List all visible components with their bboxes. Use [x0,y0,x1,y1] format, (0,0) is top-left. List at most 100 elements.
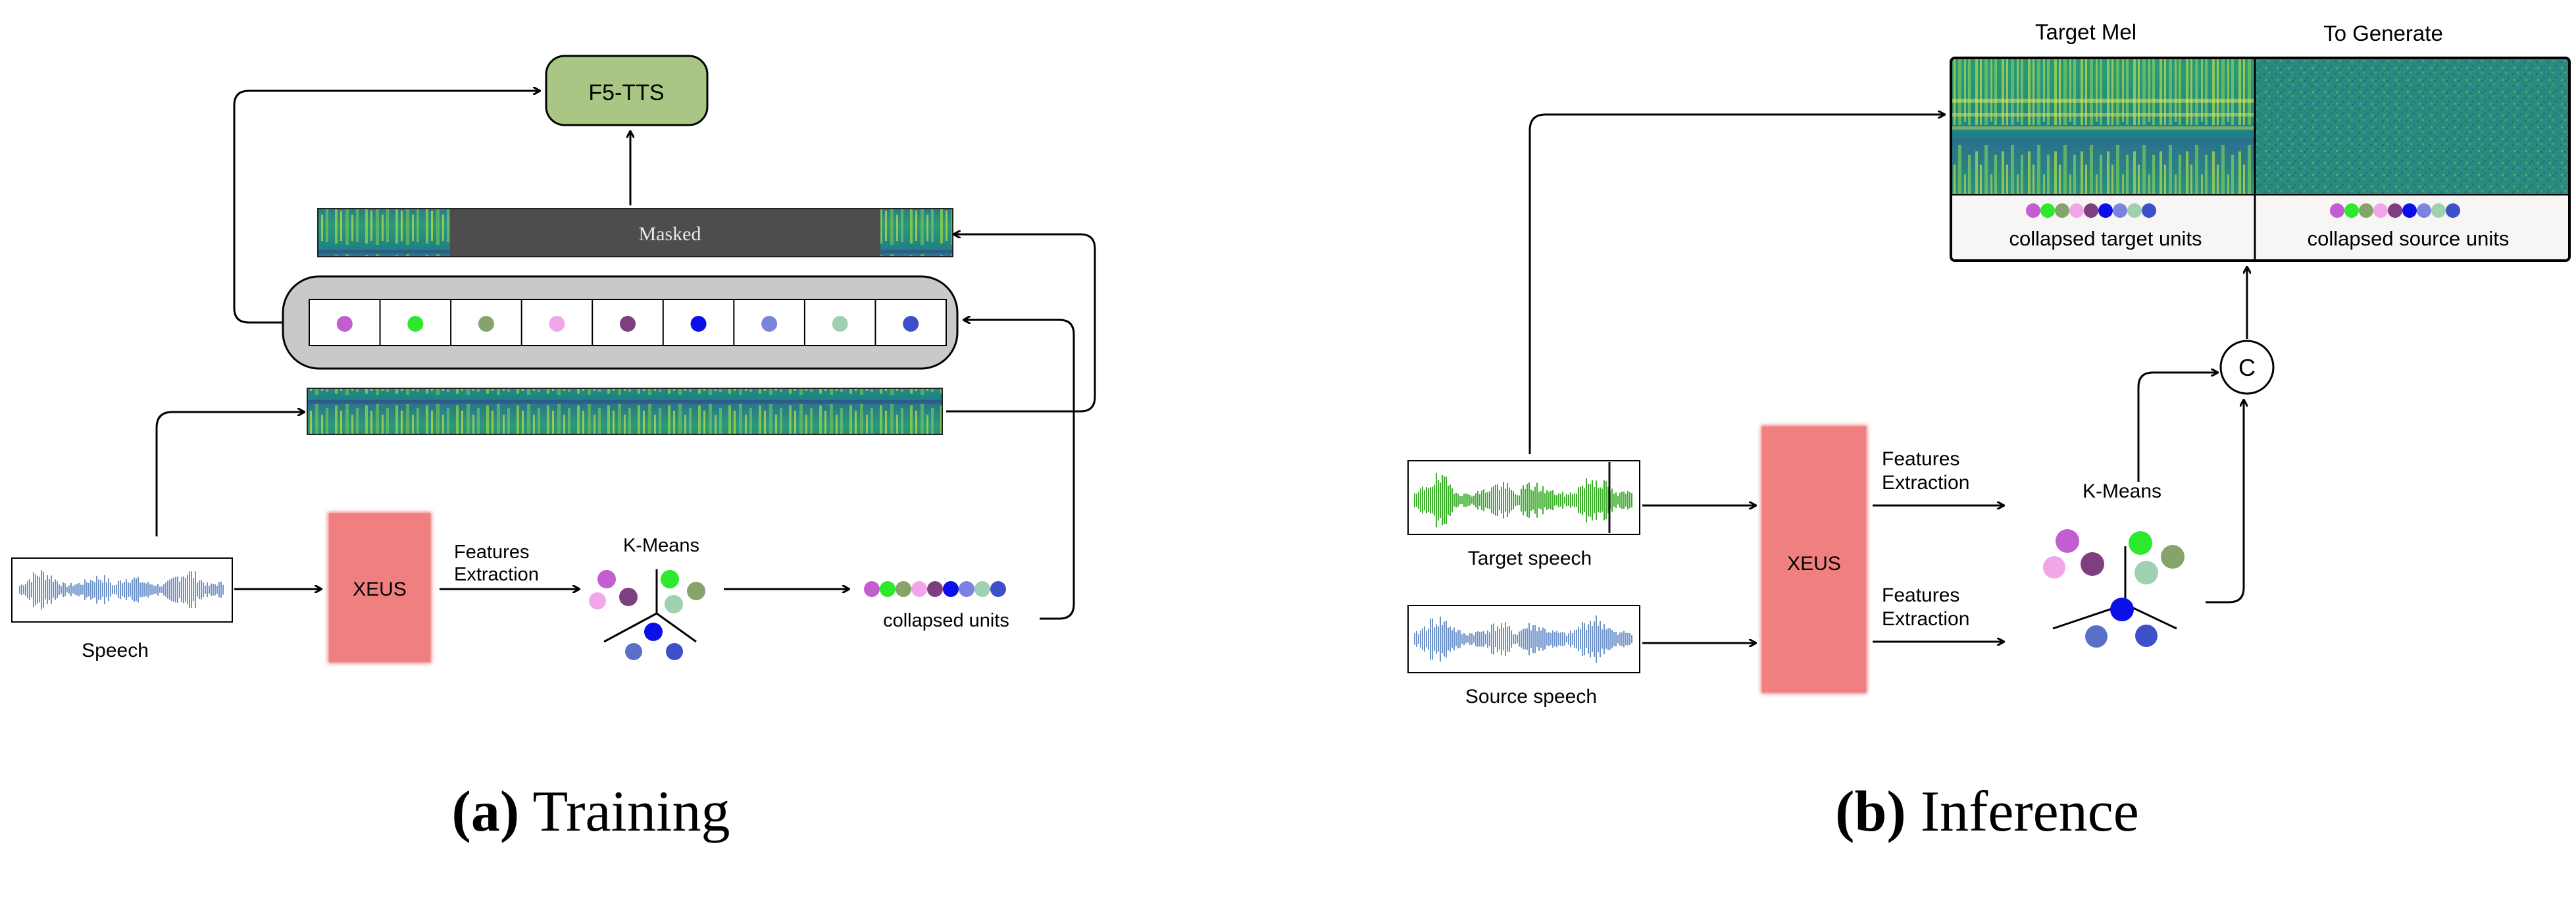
kmeans-label: K-Means [623,535,699,556]
collapsed-unit-dot [864,581,880,597]
source-speech-label: Source speech [1465,686,1597,708]
xeus-label: XEUS [353,579,407,600]
collapsed-unit-dot [2402,203,2417,218]
collapsed-unit-dot [2040,203,2055,218]
masked-label: Masked [639,223,701,245]
arrow-target-speech-to-mel [1528,115,1944,454]
collapsed-units-dots [864,581,1006,597]
collapsed-unit-dot [2113,203,2127,218]
target-mel-spectrogram [1951,58,2255,195]
collapsed-unit-dot [2127,203,2142,218]
to-generate-label: To Generate [2323,21,2443,45]
training-caption: (a) Training [452,780,730,844]
collapsed-unit-dot [2098,203,2113,218]
kmeans-point [2135,625,2158,647]
features-label-top-line1: Features [1882,448,1959,470]
kmeans-point [2056,529,2079,553]
unit-dot [903,316,919,332]
collapsed-unit-dot [2431,203,2446,218]
arrow-spectrogram-to-masked [946,234,1096,413]
kmeans-point [2110,598,2134,621]
collapsed-unit-dot [943,581,959,597]
arrow-speech-to-spectrogram [155,412,304,536]
collapsed-unit-dot [2069,203,2084,218]
unit-dot [478,316,494,332]
unit-dot [690,316,707,332]
kmeans-point [589,592,606,609]
collapsed-source-label: collapsed source units [2308,227,2510,250]
arrow-collapsed-to-capsule [964,320,1075,620]
features-label-top-line2: Extraction [1882,472,1969,494]
training-panel: F5-TTS Masked Speech [11,55,1096,844]
concat-node [2219,340,2275,395]
kmeans-point [2129,531,2152,555]
unit-dot [832,316,848,332]
collapsed-unit-dot [2142,203,2156,218]
kmeans-point [687,582,705,600]
inference-caption: (b) Inference [1835,780,2139,844]
collapsed-target-label: collapsed target units [2009,227,2202,250]
masked-region [450,209,880,257]
to-generate-noise [2255,58,2569,195]
source-speech-waveform [1414,615,1632,663]
collapsed-unit-dot [2417,203,2431,218]
kmeans-point [625,643,642,660]
collapsed-unit-dot [2055,203,2069,218]
collapsed-unit-dot [974,581,990,597]
f5-tts-label: F5-TTS [588,80,664,105]
kmeans-point [2134,561,2158,584]
kmeans-cluster-inference [2043,529,2185,648]
speech-label: Speech [82,640,149,661]
kmeans-point [2081,552,2104,576]
features-label-line1: Features [454,542,529,563]
features-label-bottom-line1: Features [1882,584,1959,606]
speech-waveform [19,570,224,609]
collapsed-unit-dot [896,581,911,597]
arrow-kmeans-to-concat-bottom [2206,400,2244,604]
collapsed-source-units-dots [2330,203,2460,218]
collapsed-unit-dot [2388,203,2402,218]
collapsed-unit-dot [2373,203,2388,218]
concat-label: C [2238,354,2256,381]
kmeans-point [619,588,638,606]
collapsed-unit-dot [990,581,1006,597]
collapsed-units-label: collapsed units [883,610,1009,631]
kmeans-point [2085,625,2108,648]
xeus-label-inference: XEUS [1787,553,1841,575]
collapsed-unit-dot [2084,203,2098,218]
speech-spectrogram [307,388,943,435]
kmeans-label-inference: K-Means [2083,480,2161,502]
kmeans-point [2161,545,2185,569]
f5-tts-box [545,55,709,126]
collapsed-unit-dot [959,581,974,597]
kmeans-point [597,570,616,588]
kmeans-point [665,595,683,613]
kmeans-point [666,643,683,660]
collapsed-unit-dot [2026,203,2040,218]
features-label-bottom-line2: Extraction [1882,608,1969,630]
unit-cells [336,299,919,346]
collapsed-unit-dot [911,581,927,597]
collapsed-unit-dot [880,581,896,597]
collapsed-target-units-dots [2026,203,2156,218]
target-mel-label: Target Mel [2035,20,2136,44]
kmeans-point [644,623,663,641]
mel-block: collapsed target units collapsed source … [1950,57,2571,262]
masked-spectrogram: Masked [317,208,953,257]
target-speech-label: Target speech [1468,548,1592,569]
unit-dot [549,316,565,332]
arrow-units-to-f5 [233,91,540,324]
features-label-line2: Extraction [454,564,539,585]
inference-panel: Target Mel To Generate collapsed target … [1407,20,2571,844]
unit-dot [407,316,424,332]
collapsed-unit-dot [2330,203,2344,218]
target-speech-waveform [1414,473,1632,528]
unit-dot [620,316,636,332]
kmeans-cluster [589,569,705,660]
kmeans-point [661,570,679,588]
unit-dot [336,316,353,332]
arrow-kmeans-to-concat-top [2137,373,2217,482]
kmeans-point [2043,556,2065,579]
